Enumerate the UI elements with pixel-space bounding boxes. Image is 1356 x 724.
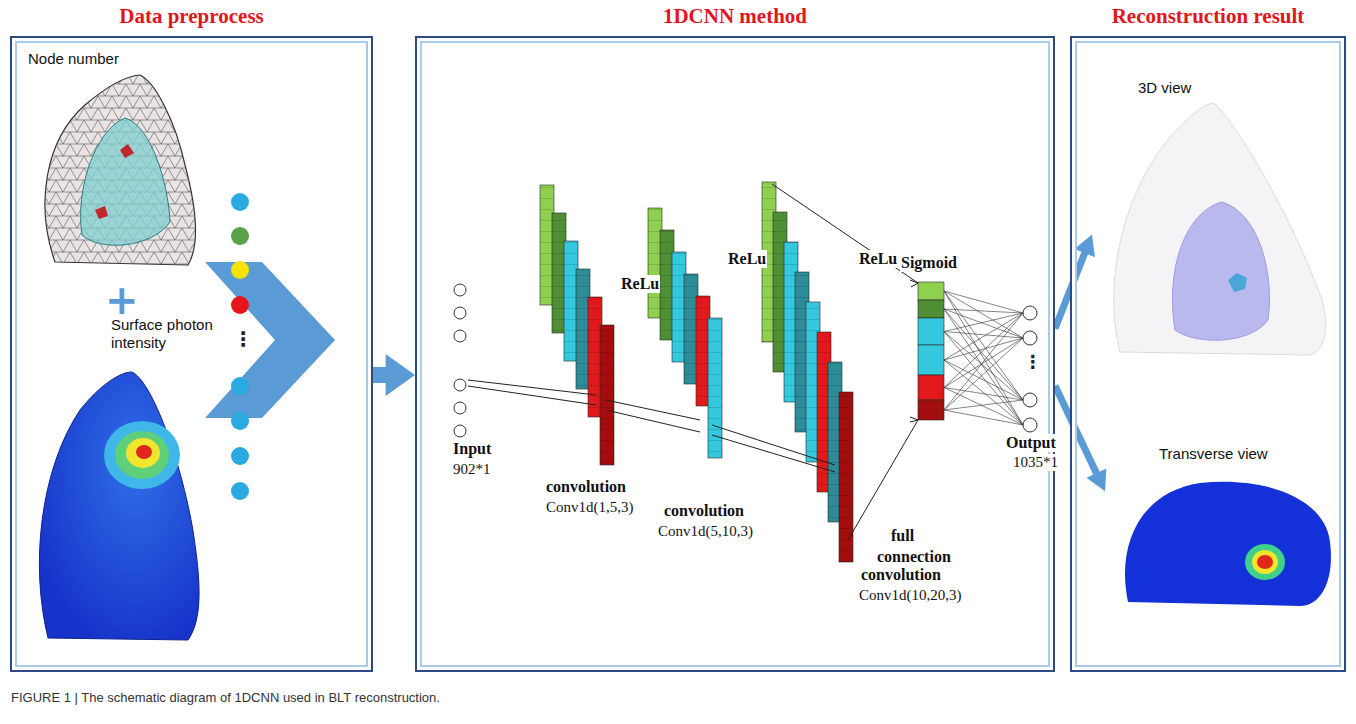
image-box: Node number xyxy=(20,46,210,271)
fc-link xyxy=(944,388,1023,426)
activation-label: ReLu xyxy=(727,250,767,268)
arrow-shaft xyxy=(1055,386,1097,475)
fc-link xyxy=(944,338,1023,388)
feature-cells xyxy=(600,325,614,465)
layer-title: convolution xyxy=(663,502,745,520)
flow-arrow xyxy=(1055,235,1095,329)
fc-unit xyxy=(918,400,944,420)
fc-link xyxy=(944,309,1023,400)
layer-size: 902*1 xyxy=(452,461,492,478)
fc-link xyxy=(944,291,1023,425)
fc-unit xyxy=(918,300,944,318)
image-box: 3D view xyxy=(1092,75,1337,365)
stage-panel: Data preprocessNode numberSurface photon… xyxy=(10,36,373,672)
fc-unit xyxy=(918,345,944,375)
reconstruction-transverse xyxy=(1125,482,1331,606)
image-label: Surface photon intensity xyxy=(111,316,223,352)
stage-panel: 1DCNN method xyxy=(415,36,1055,672)
arrow-head xyxy=(1074,235,1094,258)
fc-link xyxy=(944,388,1023,401)
layer-title: convolution xyxy=(545,478,627,496)
fc-link xyxy=(944,332,1023,401)
panel-heading: 1DCNN method xyxy=(417,4,1053,29)
ellipsis: ⋮ xyxy=(1023,352,1043,373)
feature-map xyxy=(600,325,614,465)
fc-unit xyxy=(918,282,944,300)
layer-links xyxy=(468,184,918,540)
layer-size: 1035*1 xyxy=(1012,454,1059,471)
plus-sign: + xyxy=(104,280,140,320)
panel-heading: Data preprocess xyxy=(12,4,371,29)
layer-title: Input xyxy=(452,440,492,458)
arrow-head xyxy=(1086,468,1106,491)
layer-title: full xyxy=(890,527,915,545)
activation-label: ReLu xyxy=(858,250,898,268)
layer-title: convolution xyxy=(860,566,942,584)
reconstruction-3d xyxy=(1114,104,1326,355)
ellipsis: ⋮ xyxy=(232,328,254,351)
layer-params: Conv1d(5,10,3) xyxy=(657,523,754,540)
fc-unit xyxy=(918,375,944,400)
image-box: Transverse view xyxy=(1105,443,1340,615)
fc-link xyxy=(944,313,1023,410)
fc-unit xyxy=(918,318,944,345)
activation-label: ReLu xyxy=(620,275,660,293)
image-box: Surface photon intensity xyxy=(25,312,229,647)
fc-link xyxy=(944,309,1023,338)
conv-layers xyxy=(540,182,1023,562)
fc-link xyxy=(944,313,1023,388)
feature-map xyxy=(839,392,853,562)
image-label: 3D view xyxy=(1138,79,1191,96)
mesh-model xyxy=(45,75,196,265)
fc-link xyxy=(944,360,1023,425)
photon-heatmap xyxy=(39,372,199,640)
feature-cells xyxy=(839,392,853,562)
chevron-arrow xyxy=(205,262,335,418)
figure-caption: FIGURE 1 | The schematic diagram of 1DCN… xyxy=(10,691,441,706)
arrow-head xyxy=(386,354,415,396)
fc-link xyxy=(944,309,1023,425)
stage-panel: Reconstruction result3D viewTransverse v… xyxy=(1070,36,1346,672)
fc-link xyxy=(944,338,1023,410)
image-label: Transverse view xyxy=(1159,445,1268,462)
activation-label: Sigmoid xyxy=(900,254,958,272)
layer-title: Output xyxy=(1005,434,1057,452)
image-label: Node number xyxy=(28,50,119,67)
fc-link xyxy=(944,332,1023,426)
layer-title: connection xyxy=(876,548,952,566)
layer-params: Conv1d(1,5,3) xyxy=(545,499,635,516)
panel-heading: Reconstruction result xyxy=(1072,4,1344,29)
fc-link xyxy=(944,313,1023,360)
fc-link xyxy=(944,309,1023,313)
layer-params: Conv1d(10,20,3) xyxy=(858,587,963,604)
flow-arrow xyxy=(373,354,415,396)
fc-link xyxy=(944,410,1023,425)
fc-link xyxy=(944,400,1023,410)
fc-link xyxy=(944,291,1023,338)
input-neurons xyxy=(454,284,466,437)
fc-link xyxy=(944,291,1023,313)
flow-arrow xyxy=(1055,386,1106,491)
fc-link xyxy=(944,313,1023,332)
fc-link xyxy=(944,332,1023,339)
